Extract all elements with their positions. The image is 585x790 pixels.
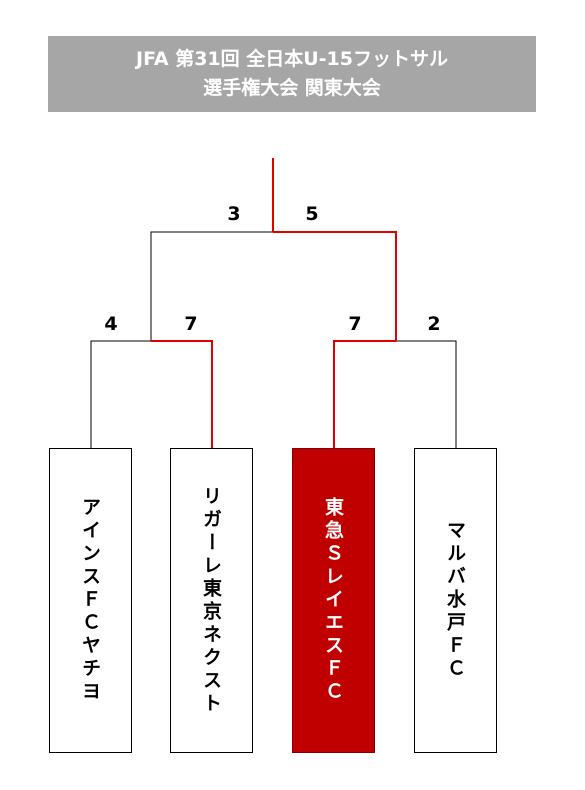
title-line-2: 選手権大会 関東大会: [203, 77, 381, 99]
final-left-score: 3: [227, 203, 241, 225]
semi2-left-score: 7: [348, 313, 362, 335]
title-banner: JFA 第31回 全日本U-15フットサル 選手権大会 関東大会: [48, 36, 536, 112]
team-box-4: マルバ水戸ＦＣ: [414, 448, 497, 753]
team-box-1: アインスＦＣヤチヨ: [49, 448, 132, 753]
team-box-2: リガーレ東京ネクスト: [170, 448, 253, 753]
bracket-line-semi-left: [150, 231, 273, 341]
team-name: 東急ＳレイエスＦＣ: [322, 497, 344, 704]
team-name: マルバ水戸ＦＣ: [444, 520, 466, 681]
team-name: アインスＦＣヤチヨ: [79, 497, 101, 704]
final-right-score: 5: [305, 203, 319, 225]
bracket-line-team-2: [151, 340, 213, 448]
semi1-right-score: 7: [184, 313, 198, 335]
bracket-line-semi-right: [273, 231, 397, 341]
bracket-line-team-3: [333, 340, 396, 448]
bracket-line-team-4: [396, 340, 457, 448]
semi1-left-score: 4: [104, 313, 118, 335]
team-box-3-champion: 東急ＳレイエスＦＣ: [292, 448, 375, 753]
title-line-1: JFA 第31回 全日本U-15フットサル: [136, 48, 448, 70]
bracket-line-team-1: [90, 340, 151, 448]
team-name: リガーレ東京ネクスト: [200, 485, 222, 716]
semi2-right-score: 2: [427, 313, 441, 335]
